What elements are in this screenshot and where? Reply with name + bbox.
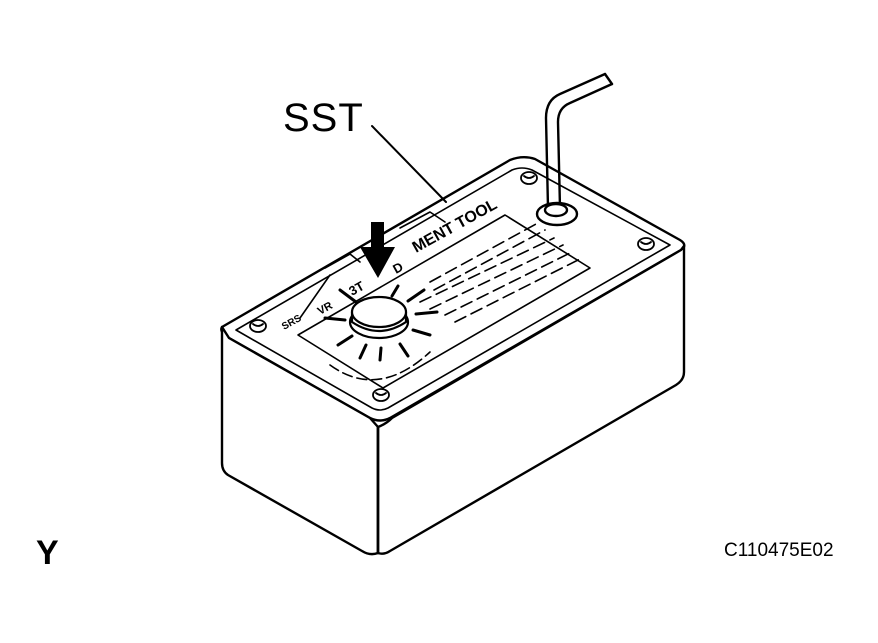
sst-callout-label: SST [283,96,364,140]
label-strip [299,211,446,319]
screw-icons [249,171,655,402]
figure-code-label: C110475E02 [724,540,834,561]
press-arrow-icon [360,222,395,278]
view-letter-label: Y [36,534,59,572]
screw-icon-top [520,171,538,185]
light-rays [323,284,439,362]
cable [535,72,614,227]
sst-leader-line [371,125,447,203]
screw-icon-right [637,237,655,251]
panel-mark-3t: 3T [346,278,367,299]
push-button [323,284,439,362]
screw-icon-left [249,319,267,333]
screw-icon-front [372,388,390,402]
label-panel [297,214,591,389]
